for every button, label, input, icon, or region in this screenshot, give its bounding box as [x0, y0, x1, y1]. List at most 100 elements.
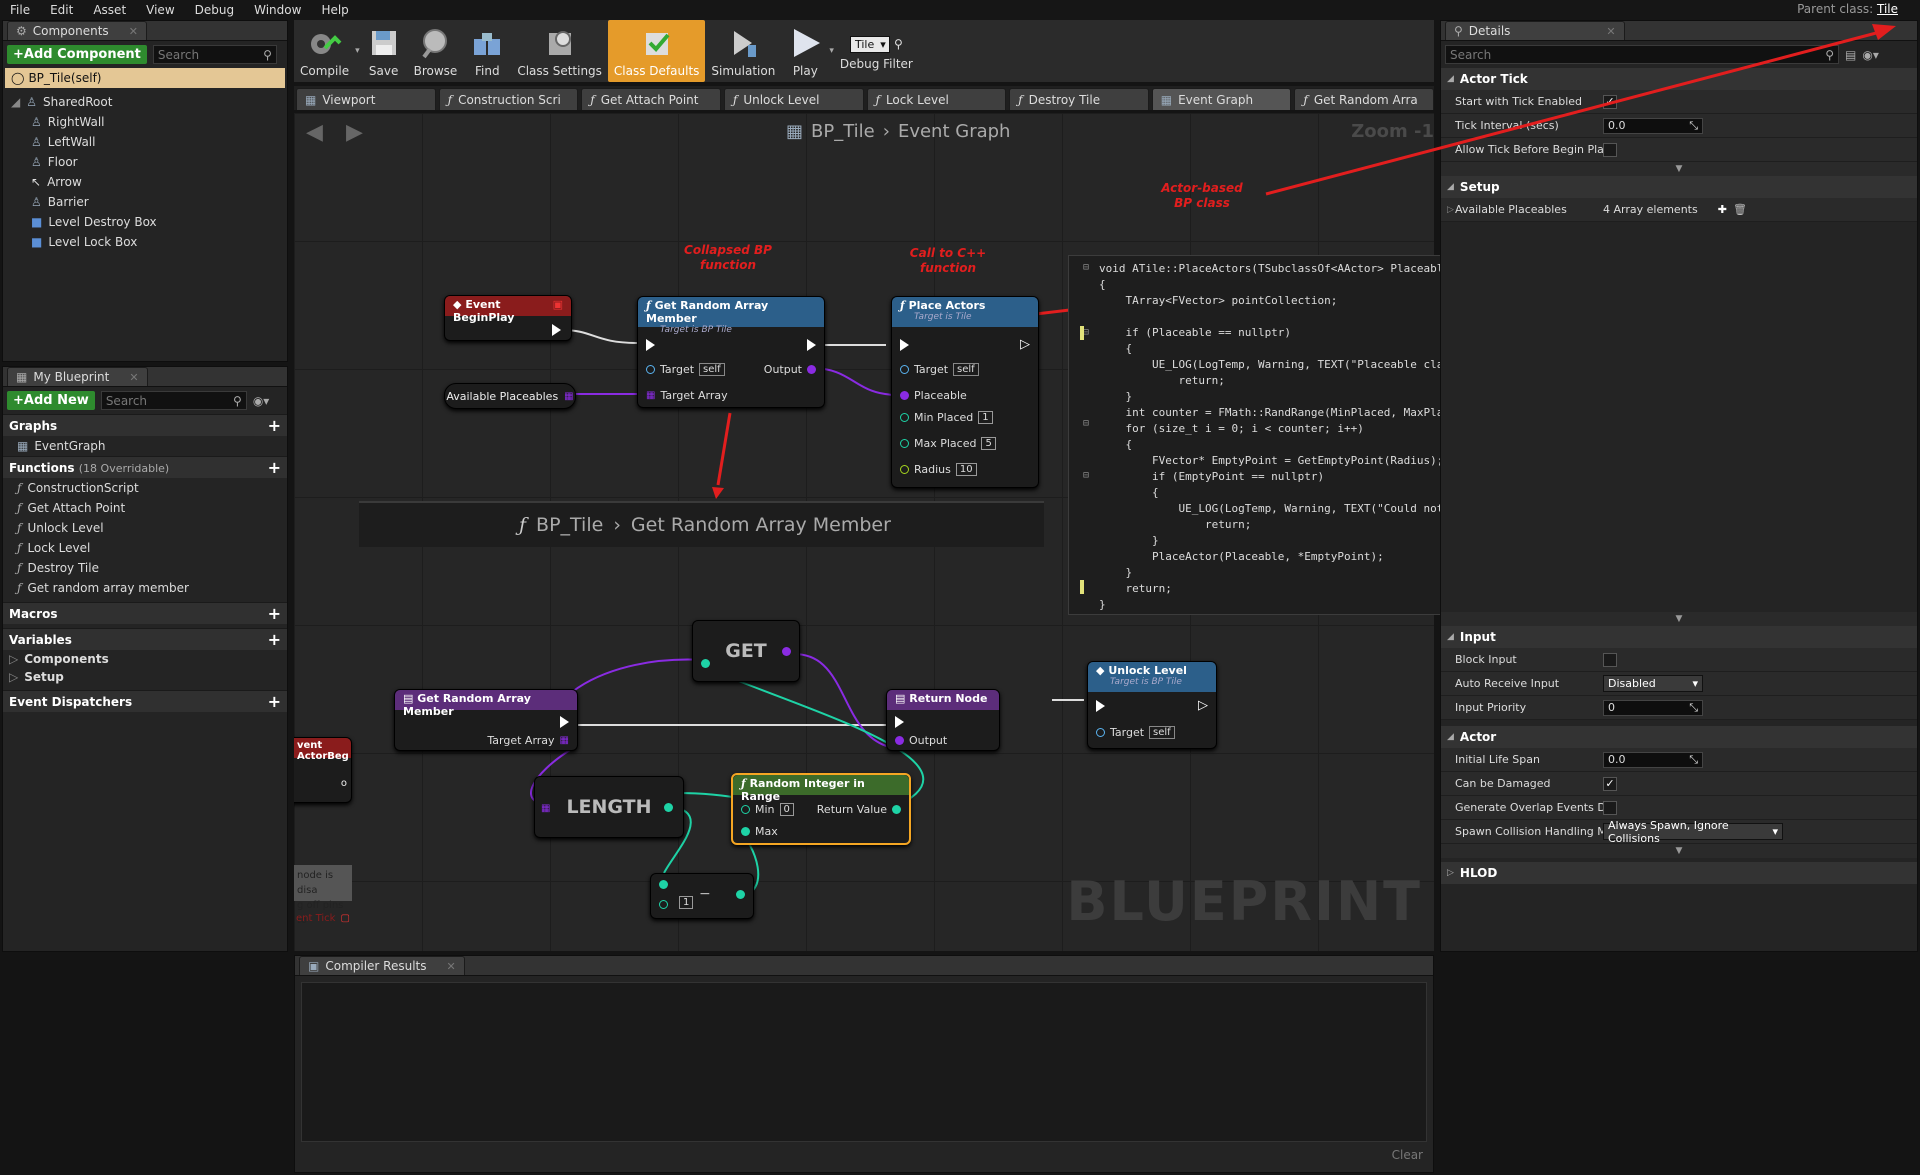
exec-in-pin[interactable]	[895, 716, 904, 728]
available-placeables-getter[interactable]: Available Placeables ▦	[444, 383, 576, 409]
variable-group-setup[interactable]: ▷Setup	[3, 668, 287, 686]
placeable-pin[interactable]: Placeable	[900, 389, 967, 402]
menu-help[interactable]: Help	[321, 3, 348, 17]
exec-out-pin[interactable]: ▷	[1198, 698, 1208, 713]
function-item[interactable]: ƒConstructionScript	[3, 478, 287, 498]
exec-in-pin[interactable]	[900, 339, 909, 351]
pin-value[interactable]: 0	[780, 803, 794, 816]
array-get-node[interactable]: GET	[692, 620, 800, 682]
exec-in-pin[interactable]	[646, 339, 655, 351]
menu-asset[interactable]: Asset	[93, 3, 126, 17]
macros-section[interactable]: Macros+	[3, 602, 287, 624]
graph-item-eventgraph[interactable]: ▦EventGraph	[3, 436, 287, 456]
breadcrumb-blueprint[interactable]: BP_Tile	[536, 514, 603, 536]
parent-class-link[interactable]: Tile	[1877, 2, 1898, 16]
search-icon[interactable]: ⚲	[894, 37, 903, 51]
target-array-pin[interactable]: Target Array▦	[487, 734, 569, 747]
array-length-node[interactable]: LENGTH ▦	[534, 776, 684, 838]
menu-file[interactable]: File	[10, 3, 30, 17]
class-defaults-button[interactable]: Class Defaults	[608, 20, 705, 82]
can-be-damaged-checkbox[interactable]: ✓	[1603, 777, 1617, 791]
my-blueprint-search-input[interactable]: Search ⚲	[101, 391, 247, 410]
compile-button[interactable]: Compile	[294, 20, 355, 82]
input-section[interactable]: ◢Input	[1441, 626, 1917, 648]
delete-icon[interactable]: 🗑	[1733, 203, 1747, 216]
exec-out-pin[interactable]	[560, 716, 569, 728]
tab-lock-level[interactable]: ƒLock Level	[867, 88, 1007, 110]
input-priority-field[interactable]: 0⤡	[1603, 700, 1703, 716]
array-pin-icon[interactable]: ▦	[564, 391, 573, 402]
eye-icon[interactable]: ◉▾	[1862, 48, 1879, 62]
tab-get-random-array[interactable]: ƒGet Random Arra	[1294, 88, 1434, 110]
max-pin[interactable]: Max	[741, 825, 778, 838]
save-button[interactable]: Save	[360, 20, 408, 82]
min-pin[interactable]: Min0	[741, 803, 794, 816]
add-new-button[interactable]: +Add New	[7, 391, 95, 410]
variables-section[interactable]: Variables+	[3, 628, 287, 650]
my-blueprint-tab[interactable]: ▦ My Blueprint ✕	[7, 367, 148, 386]
unlock-level-node[interactable]: ◆ Unlock LevelTarget is BP Tile ▷ Target…	[1087, 661, 1217, 749]
expand-advanced-icon[interactable]: ▼	[1441, 844, 1917, 858]
components-search-input[interactable]: Search ⚲	[153, 45, 277, 64]
menu-edit[interactable]: Edit	[50, 3, 73, 17]
output-pin[interactable]: Output	[764, 363, 816, 376]
target-array-pin[interactable]: ▦Target Array	[646, 389, 728, 402]
hlod-section[interactable]: ▷HLOD	[1441, 862, 1917, 884]
tab-destroy-tile[interactable]: ƒDestroy Tile	[1009, 88, 1149, 110]
subtract-node[interactable]: 1 −	[650, 873, 754, 919]
auto-receive-input-select[interactable]: Disabled▾	[1603, 675, 1703, 692]
tree-item-level-destroy-box[interactable]: ■Level Destroy Box	[11, 212, 279, 232]
item-pin[interactable]	[782, 647, 791, 656]
fold-icon[interactable]: ⊟	[1083, 262, 1089, 273]
a-pin[interactable]	[659, 880, 668, 889]
exec-out-pin[interactable]	[807, 339, 816, 351]
array-pin-icon[interactable]: ▦	[541, 803, 550, 814]
find-button[interactable]: Find	[463, 20, 511, 82]
b-pin[interactable]	[659, 900, 668, 909]
browse-button[interactable]: Browse	[408, 20, 464, 82]
target-pin[interactable]: Targetself	[1096, 726, 1175, 739]
tree-item-leftwall[interactable]: ♙LeftWall	[11, 132, 279, 152]
delegate-pin[interactable]: ▣	[553, 298, 563, 314]
radius-pin[interactable]: Radius10	[900, 463, 977, 476]
start-with-tick-checkbox[interactable]: ✓	[1603, 95, 1617, 109]
function-item[interactable]: ƒUnlock Level	[3, 518, 287, 538]
list-view-icon[interactable]: ▤	[1845, 48, 1856, 62]
add-macro-icon[interactable]: +	[268, 604, 281, 623]
tree-item-arrow[interactable]: ↖Arrow	[11, 172, 279, 192]
tree-item-rightwall[interactable]: ♙RightWall	[11, 112, 279, 132]
index-pin[interactable]	[701, 659, 710, 668]
function-item[interactable]: ƒLock Level	[3, 538, 287, 558]
compiler-results-tab[interactable]: ▣ Compiler Results ✕	[299, 956, 465, 975]
actor-section[interactable]: ◢Actor	[1441, 726, 1917, 748]
fold-icon[interactable]: ⊟	[1083, 470, 1089, 481]
close-icon[interactable]: ✕	[129, 371, 138, 384]
function-entry-node[interactable]: ▤ Get Random Array Member Target Array▦	[394, 689, 578, 751]
event-beginplay-node[interactable]: ◆ Event BeginPlay▣	[444, 295, 572, 341]
expand-advanced-icon[interactable]: ▼	[1441, 162, 1917, 176]
function-item[interactable]: ƒDestroy Tile	[3, 558, 287, 578]
tree-item-level-lock-box[interactable]: ■Level Lock Box	[11, 232, 279, 252]
tab-construction-script[interactable]: ƒConstruction Scri	[439, 88, 579, 110]
tab-event-graph[interactable]: ▦Event Graph	[1152, 88, 1292, 110]
pin-value[interactable]: 10	[956, 463, 977, 476]
self-component[interactable]: ◯ BP_Tile(self)	[5, 68, 285, 88]
debug-object-select[interactable]: Tile▾	[850, 36, 890, 53]
event-dispatchers-section[interactable]: Event Dispatchers+	[3, 690, 287, 712]
pin-value[interactable]: 1	[978, 411, 992, 424]
random-integer-in-range-node[interactable]: ƒ Random Integer in Range Min0 Return Va…	[731, 773, 911, 845]
tick-interval-field[interactable]: 0.0⤡	[1603, 118, 1703, 134]
output-pin[interactable]: Output	[895, 734, 947, 747]
details-tab[interactable]: ⚲ Details ✕	[1445, 21, 1625, 40]
max-placed-pin[interactable]: Max Placed5	[900, 437, 996, 450]
tree-item-sharedroot[interactable]: ◢♙SharedRoot	[11, 92, 279, 112]
menu-debug[interactable]: Debug	[195, 3, 234, 17]
tab-get-attach-point[interactable]: ƒGet Attach Point	[581, 88, 721, 110]
play-button[interactable]: Play	[781, 20, 829, 82]
exec-in-pin[interactable]	[1096, 700, 1105, 712]
spawn-collision-select[interactable]: Always Spawn, Ignore Collisions▾	[1603, 823, 1783, 840]
menu-view[interactable]: View	[146, 3, 174, 17]
close-icon[interactable]: ✕	[1606, 25, 1615, 38]
initial-life-span-field[interactable]: 0.0⤡	[1603, 752, 1703, 768]
add-function-icon[interactable]: +	[268, 458, 281, 477]
